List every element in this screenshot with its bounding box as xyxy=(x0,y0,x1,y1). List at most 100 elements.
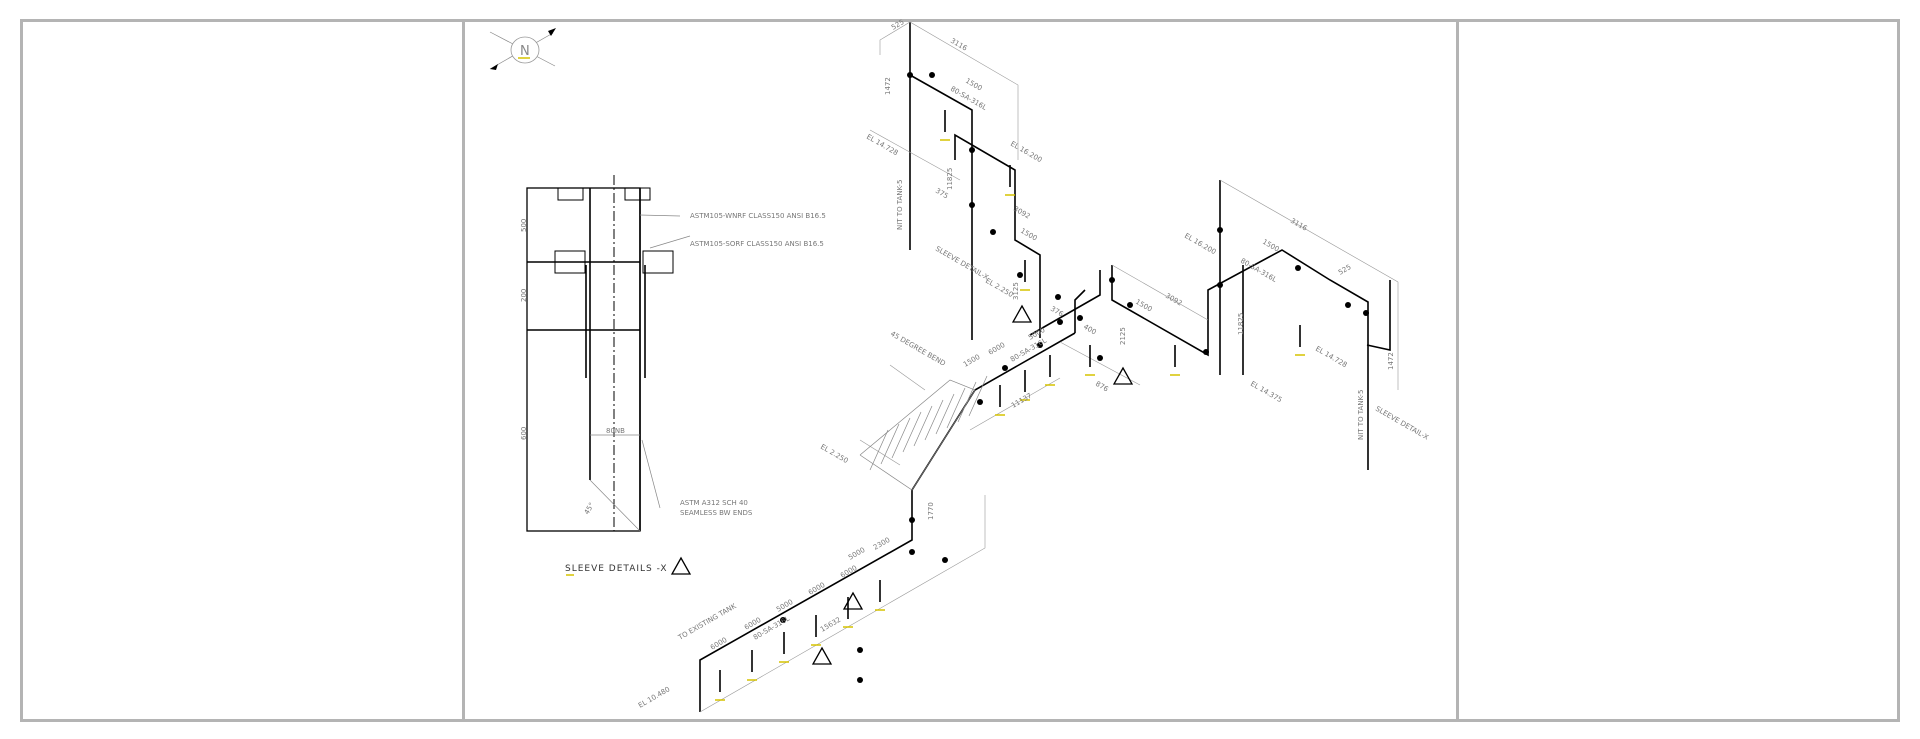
iso-label: 2300 xyxy=(872,536,891,552)
iso-label: 1770 xyxy=(927,502,935,520)
iso-label: 1500 xyxy=(1019,227,1038,243)
weld-point xyxy=(780,617,786,623)
pipe-upper-left-branch xyxy=(954,133,1041,338)
weld-point xyxy=(969,202,975,208)
bend-hatch xyxy=(924,399,944,441)
iso-label: 1500 xyxy=(962,353,981,369)
dim-45-bend xyxy=(889,364,926,391)
bend-hatch xyxy=(902,411,922,453)
iso-label: NIT TO TANK-5 xyxy=(896,180,904,230)
dim-3116-left xyxy=(879,21,1019,160)
weld-point xyxy=(990,229,996,235)
iso-label: 876 xyxy=(1094,380,1110,394)
weld-point xyxy=(1002,365,1008,371)
revision-triangle-icon xyxy=(1011,304,1033,323)
iso-label: EL 2.250 xyxy=(819,443,849,465)
weld-point xyxy=(907,72,913,78)
iso-label: 525 xyxy=(890,18,906,32)
dim-3092 xyxy=(1111,264,1209,321)
iso-label: EL 10.480 xyxy=(637,685,671,709)
pipe-lower-run xyxy=(699,490,913,712)
dim-500: 500 xyxy=(520,219,528,232)
weld-point xyxy=(1017,272,1023,278)
iso-label: 3116 xyxy=(1289,217,1309,233)
dim-200: 200 xyxy=(520,289,528,302)
pipe-left-offset xyxy=(909,74,973,340)
weld-point xyxy=(1055,294,1061,300)
callout-wnrf-flange: ASTM105-WNRF CLASS150 ANSI B16.5 xyxy=(690,212,826,220)
north-label: N xyxy=(520,44,530,59)
bend-hatch xyxy=(891,417,911,459)
iso-label: 5000 xyxy=(847,546,866,562)
weld-point xyxy=(1217,227,1223,233)
weld-point xyxy=(942,557,948,563)
iso-label: 3125 xyxy=(1012,282,1020,300)
iso-label: 1500 xyxy=(1261,238,1280,254)
panel-divider-left[interactable] xyxy=(462,19,465,722)
pipe-right-branch xyxy=(1111,249,1369,470)
north-arrow-icon: N xyxy=(489,28,556,70)
iso-label: EL 16.200 xyxy=(1183,232,1217,256)
iso-label: 400 xyxy=(1082,323,1098,337)
pipe-right-drop xyxy=(1366,280,1391,351)
weld-point xyxy=(1345,302,1351,308)
revision-triangle-icon xyxy=(1112,366,1134,385)
iso-label: EL 16.200 xyxy=(1009,140,1043,164)
dim-15632 xyxy=(699,495,986,713)
iso-label: NIT TO TANK-5 xyxy=(1357,390,1365,440)
iso-label: 2125 xyxy=(1119,327,1127,345)
iso-label: EL 14.728 xyxy=(1314,345,1348,369)
sleeve-detail-title: SLEEVE DETAILS -X xyxy=(565,564,668,574)
weld-point xyxy=(1097,355,1103,361)
bend-hatch xyxy=(880,423,900,465)
iso-label: 45 DEGREE BEND xyxy=(889,330,947,368)
iso-label: SLEEVE DETAIL-X xyxy=(1374,405,1430,442)
dim-el-14728 xyxy=(869,129,961,181)
panel-divider-right[interactable] xyxy=(1456,19,1459,722)
bend-hatch xyxy=(957,381,977,423)
weld-point xyxy=(977,399,983,405)
pipe-size-label: 80NB xyxy=(606,427,625,435)
dim-11137 xyxy=(969,377,1061,431)
dim-876 xyxy=(1059,341,1141,386)
pipe-riser xyxy=(1074,289,1086,333)
iso-label: TO EXISTING TANK xyxy=(676,602,738,642)
iso-label: 1500 xyxy=(964,77,983,93)
isometric-piping-drawing xyxy=(699,21,1399,713)
weld-point xyxy=(1363,310,1369,316)
bend-hatch xyxy=(946,387,966,429)
iso-label: 1500 xyxy=(1134,298,1153,314)
iso-label: 525 xyxy=(1337,263,1353,277)
iso-label: 6000 xyxy=(839,564,858,580)
weld-point xyxy=(909,517,915,523)
weld-point xyxy=(969,147,975,153)
weld-point xyxy=(929,72,935,78)
callout-pipe-ends: SEAMLESS BW ENDS xyxy=(680,509,753,517)
revision-triangle-icon xyxy=(811,646,833,665)
callout-pipe-spec: ASTM A312 SCH 40 xyxy=(680,499,748,507)
bend-hatch xyxy=(913,405,933,447)
iso-label: 3092 xyxy=(1164,292,1183,308)
iso-label: 6000 xyxy=(987,341,1006,357)
weld-point xyxy=(1127,302,1133,308)
weld-point xyxy=(1203,349,1209,355)
iso-label: EL 2.250 xyxy=(984,277,1014,299)
weld-point xyxy=(1217,282,1223,288)
weld-point xyxy=(857,677,863,683)
weld-point xyxy=(1037,342,1043,348)
pipe-connector xyxy=(1029,270,1101,336)
weld-point xyxy=(1295,265,1301,271)
dim-600: 600 xyxy=(520,427,528,440)
weld-point xyxy=(1077,315,1083,321)
sleeve-detail-drawing: ASTM105-WNRF CLASS150 ANSI B16.5 ASTM105… xyxy=(520,175,826,576)
revision-triangle-icon xyxy=(842,591,864,610)
bend-hatch xyxy=(968,375,988,417)
weld-point xyxy=(1057,319,1063,325)
iso-label: SLEEVE DETAIL-X xyxy=(934,245,990,282)
left-blank-panel xyxy=(23,22,463,719)
weld-point xyxy=(857,647,863,653)
iso-label: EL 14.375 xyxy=(1249,380,1283,404)
weld-point xyxy=(909,549,915,555)
